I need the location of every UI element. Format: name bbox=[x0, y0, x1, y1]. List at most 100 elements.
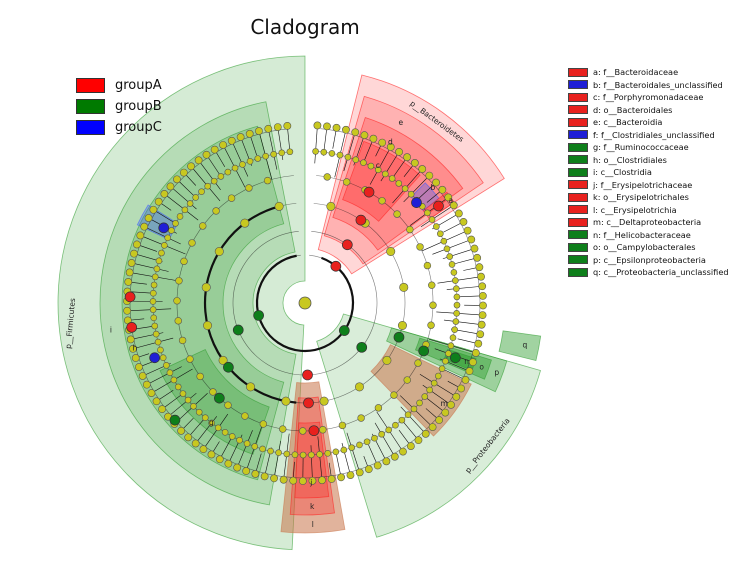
leaf-node bbox=[437, 230, 444, 238]
inner-node bbox=[397, 320, 407, 330]
tree-spoke bbox=[369, 146, 392, 185]
tree-spoke bbox=[131, 262, 169, 272]
inner-node bbox=[319, 426, 327, 434]
tree-spoke bbox=[400, 406, 426, 435]
cladogram: abcdeghijklmnopqp__Bacteroidetesp__Firmi… bbox=[57, 55, 542, 551]
leaf-node bbox=[385, 426, 392, 434]
clade-swatch-m bbox=[568, 217, 588, 227]
leaf-node bbox=[291, 451, 299, 458]
inner-node bbox=[403, 376, 411, 384]
leaf-node bbox=[173, 175, 181, 184]
legend-item-groupB: groupB bbox=[76, 96, 162, 117]
clade-legend-item-a: a: f__Bacteroidaceae bbox=[568, 66, 729, 79]
leaf-node bbox=[457, 384, 466, 393]
leaf-node bbox=[251, 443, 259, 450]
leaf-node bbox=[432, 178, 440, 187]
leaf-node bbox=[336, 151, 344, 159]
leaf-node bbox=[283, 121, 292, 130]
leaf-node bbox=[207, 450, 216, 459]
leaf-node bbox=[135, 363, 143, 371]
clade-legend-item-l: l: c__Erysipelotrichia bbox=[568, 204, 729, 217]
leaf-node bbox=[360, 159, 367, 166]
leaf-node bbox=[452, 392, 461, 401]
tree-spoke bbox=[432, 239, 472, 255]
clade-label-n: n: f__Helicobacteraceae bbox=[593, 229, 691, 240]
inner-node bbox=[338, 421, 347, 430]
clade-legend-item-f: f: f__Clostridiales_unclassified bbox=[568, 129, 729, 142]
tree-spoke bbox=[144, 226, 181, 245]
clade-letter-n: n bbox=[464, 357, 469, 366]
leaf-node bbox=[151, 322, 159, 330]
leaf-node bbox=[360, 131, 369, 140]
leaf-node bbox=[410, 405, 418, 413]
leaf-node bbox=[140, 222, 149, 231]
leaf-node bbox=[168, 227, 175, 234]
leaf-node bbox=[299, 451, 307, 459]
clade-label-m: m: c__Deltaproteobacteria bbox=[593, 217, 702, 228]
leaf-node bbox=[273, 123, 282, 131]
leaf-node bbox=[129, 344, 137, 353]
leaf-node bbox=[340, 446, 348, 454]
inner-node bbox=[281, 396, 291, 406]
leaf-node bbox=[157, 346, 164, 354]
leaf-node bbox=[177, 426, 186, 435]
tree-spoke bbox=[443, 319, 482, 325]
leaf-node bbox=[236, 133, 245, 141]
clade-label-d: d: o__Bacteroidales bbox=[593, 104, 673, 115]
leaf-node bbox=[453, 285, 460, 292]
leaf-node bbox=[153, 265, 161, 273]
leaf-node bbox=[176, 213, 184, 220]
leaf-node bbox=[163, 362, 170, 369]
biomarker-node bbox=[149, 352, 160, 364]
leaf-node bbox=[369, 134, 378, 143]
leaf-node bbox=[438, 185, 447, 194]
tree-spoke bbox=[403, 175, 430, 203]
inner-node bbox=[390, 391, 398, 399]
inner-node bbox=[245, 184, 253, 192]
leaf-node bbox=[468, 358, 477, 367]
inner-node bbox=[241, 412, 249, 420]
clade-legend-item-p: p: c__Epsilonproteobacteria bbox=[568, 254, 729, 267]
leaf-node bbox=[478, 291, 487, 300]
leaf-node bbox=[231, 164, 239, 172]
inner-node bbox=[201, 282, 211, 292]
legend-swatch-groupB bbox=[76, 99, 105, 114]
leaf-node bbox=[407, 190, 415, 198]
clade-legend-item-h: h: o__Clostridiales bbox=[568, 154, 729, 167]
tree-spoke bbox=[132, 337, 174, 350]
clade-swatch-f bbox=[568, 130, 588, 140]
legend-swatch-groupC bbox=[76, 120, 105, 135]
leaf-node bbox=[133, 240, 141, 249]
leaf-node bbox=[195, 408, 203, 416]
leaf-node bbox=[187, 162, 195, 171]
leaf-node bbox=[264, 124, 273, 133]
inner-node bbox=[173, 297, 181, 305]
biomarker-node bbox=[330, 260, 342, 272]
leaf-node bbox=[161, 242, 168, 249]
biomarker-node bbox=[169, 414, 181, 426]
leaf-node bbox=[210, 177, 218, 185]
clade-swatch-b bbox=[568, 80, 588, 90]
leaf-node bbox=[363, 438, 371, 446]
leaf-node bbox=[479, 301, 487, 310]
clade-legend-item-n: n: f__Helicobacteraceae bbox=[568, 229, 729, 242]
legend-item-groupA: groupA bbox=[76, 75, 162, 96]
leaf-node bbox=[382, 170, 389, 178]
leaf-node bbox=[442, 357, 449, 365]
leaf-node bbox=[219, 141, 227, 149]
leaf-node bbox=[191, 439, 200, 448]
leaf-node bbox=[449, 201, 458, 210]
clade-legend-item-c: c: f__Porphyromonadaceae bbox=[568, 91, 729, 104]
leaf-node bbox=[435, 372, 442, 380]
leaf-node bbox=[159, 354, 167, 362]
tree-spoke bbox=[236, 430, 253, 468]
leaf-node bbox=[286, 148, 294, 156]
inner-node bbox=[326, 201, 336, 211]
biomarker-node bbox=[253, 310, 264, 321]
clade-swatch-e bbox=[568, 117, 588, 127]
leaf-node bbox=[259, 445, 266, 453]
biomarker-node bbox=[433, 200, 444, 212]
legend-item-groupC: groupC bbox=[76, 117, 162, 138]
leaf-node bbox=[454, 209, 463, 218]
